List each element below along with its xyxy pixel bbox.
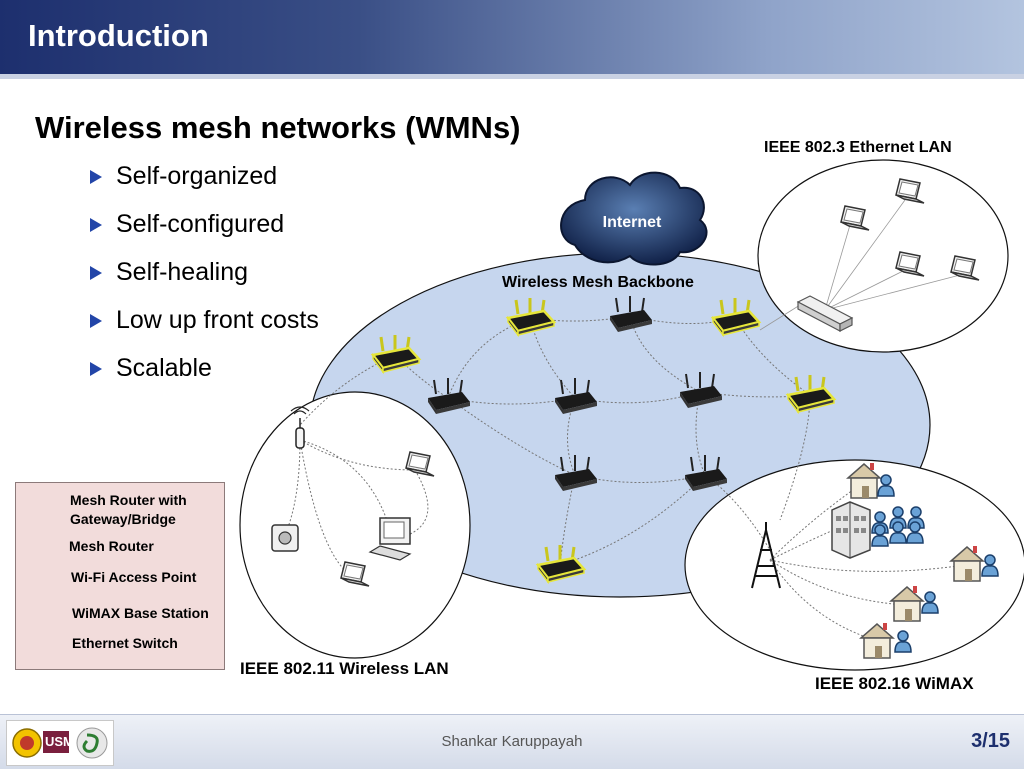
legend-label-mesh-router: Mesh Router (69, 538, 154, 554)
triangle-bullet-icon (90, 314, 102, 328)
triangle-bullet-icon (90, 170, 102, 184)
desktop-computer-icon (368, 517, 412, 561)
usm-logo-icon (12, 727, 108, 759)
legend-label-wimax-bs: WiMAX Base Station (72, 605, 209, 621)
bullet-item: Self-organized (90, 162, 319, 210)
internet-label: Internet (603, 214, 662, 231)
backbone-label: Wireless Mesh Backbone (502, 274, 694, 291)
legend-label-ethernet-switch: Ethernet Switch (72, 635, 178, 651)
legend-label-wifi-ap: Wi-Fi Access Point (71, 569, 197, 585)
bullet-item: Self-configured (90, 210, 319, 258)
wimax-area (684, 459, 1024, 671)
university-logo: USM (6, 720, 114, 766)
ethernet-lan-area (757, 159, 1009, 353)
office-building-icon (831, 501, 871, 559)
bullet-text: Self-organized (116, 162, 278, 190)
logo-text: USM (45, 734, 74, 749)
legend-box (15, 482, 225, 670)
internet-cloud-icon (560, 171, 708, 266)
bullet-text: Self-configured (116, 210, 285, 238)
triangle-bullet-icon (90, 218, 102, 232)
ethernet-switch-icon (796, 295, 854, 332)
bullet-list: Self-organized Self-configured Self-heal… (90, 162, 319, 402)
bullet-text: Scalable (116, 354, 212, 382)
bullet-item: Low up front costs (90, 306, 319, 354)
slide-header-title: Introduction (28, 18, 209, 53)
page-number: 3/15 (971, 730, 1010, 752)
wimax-label: IEEE 802.16 WiMAX (815, 674, 974, 693)
camera-device-icon (271, 524, 299, 552)
triangle-bullet-icon (90, 266, 102, 280)
bullet-text: Low up front costs (116, 306, 319, 334)
bullet-text: Self-healing (116, 258, 249, 286)
ethernet-links (759, 199, 961, 331)
footer-bar (0, 714, 1024, 769)
header-bar (0, 0, 1024, 74)
legend-label-gateway: Mesh Router with Gateway/Bridge (70, 492, 187, 527)
ethernet-lan-label: IEEE 802.3 Ethernet LAN (764, 139, 952, 156)
bullet-item: Self-healing (90, 258, 319, 306)
footer-author: Shankar Karuppayah (441, 733, 583, 750)
header-rule (0, 74, 1024, 79)
wireless-lan-label: IEEE 802.11 Wireless LAN (240, 659, 449, 678)
triangle-bullet-icon (90, 362, 102, 376)
wimax-links (769, 484, 966, 641)
bullet-item: Scalable (90, 354, 319, 402)
wimax-base-station-icon (751, 522, 781, 589)
slide-title: Wireless mesh networks (WMNs) (35, 110, 521, 145)
wifi-access-point-icon (290, 406, 310, 449)
